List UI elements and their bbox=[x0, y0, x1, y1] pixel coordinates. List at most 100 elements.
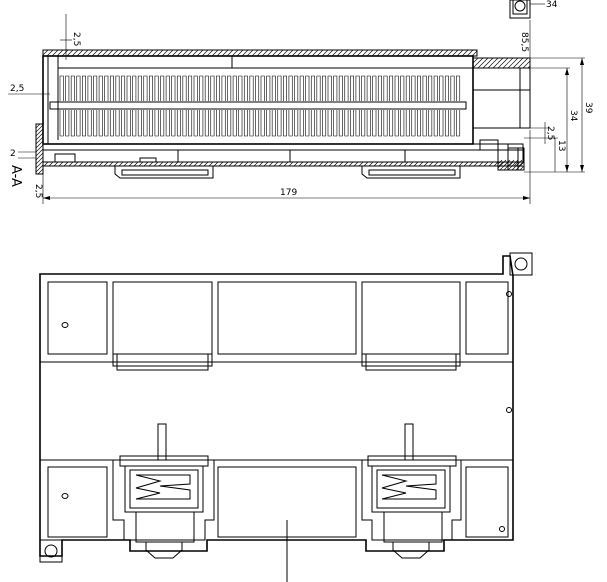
hatch-line bbox=[226, 49, 234, 57]
hatch-line bbox=[35, 136, 44, 145]
fin bbox=[154, 75, 159, 101]
fin bbox=[377, 110, 382, 137]
hatch-line bbox=[116, 49, 124, 57]
hatch-line bbox=[176, 49, 184, 57]
fin bbox=[93, 75, 98, 101]
hatch-line bbox=[136, 49, 144, 57]
fin bbox=[76, 110, 81, 137]
fin bbox=[322, 110, 327, 137]
fin bbox=[176, 110, 181, 137]
hatch-line bbox=[166, 49, 174, 57]
hatch-line bbox=[113, 161, 119, 167]
hatch-line bbox=[81, 49, 89, 57]
hatch-line bbox=[37, 168, 44, 175]
hatch-line bbox=[161, 49, 169, 57]
hatch-line bbox=[497, 57, 509, 69]
hatch-line bbox=[492, 57, 504, 69]
hatch-line bbox=[221, 49, 229, 57]
fin bbox=[383, 110, 388, 137]
hatch-line bbox=[311, 49, 319, 57]
hatch-line bbox=[321, 49, 329, 57]
fin bbox=[355, 110, 360, 137]
fin bbox=[271, 110, 276, 137]
hatch-line bbox=[333, 161, 339, 167]
hatch-line bbox=[453, 161, 459, 167]
fin bbox=[400, 110, 405, 137]
hatch-line bbox=[433, 161, 439, 167]
hatch-line bbox=[306, 49, 314, 57]
fin bbox=[243, 75, 248, 101]
hatch-line bbox=[477, 57, 489, 69]
dim-height-small: 13 bbox=[556, 140, 566, 151]
dim-right-offset: 2,5 bbox=[545, 126, 555, 140]
hatch-line bbox=[143, 161, 149, 167]
hatch-line bbox=[231, 49, 239, 57]
fin bbox=[305, 110, 310, 137]
fin bbox=[221, 75, 226, 101]
fin bbox=[59, 110, 64, 137]
hatch-line bbox=[35, 160, 44, 169]
hatch-line bbox=[383, 161, 389, 167]
fin bbox=[149, 75, 153, 101]
hatch-line bbox=[293, 161, 299, 167]
hatch-line bbox=[451, 49, 459, 57]
hatch-line bbox=[201, 49, 209, 57]
hatch-line bbox=[223, 161, 229, 167]
hatch-line bbox=[499, 159, 511, 171]
plan-view bbox=[39, 252, 533, 582]
hatch-line bbox=[183, 161, 189, 167]
hatch-line bbox=[388, 161, 394, 167]
fin bbox=[238, 110, 243, 137]
hatch-line bbox=[363, 161, 369, 167]
fin bbox=[199, 75, 204, 101]
fin bbox=[383, 75, 388, 101]
fin bbox=[260, 75, 265, 101]
hatch-line bbox=[121, 49, 129, 57]
fin bbox=[450, 110, 455, 137]
hatch-line bbox=[198, 161, 204, 167]
fin bbox=[188, 75, 193, 101]
fin bbox=[143, 75, 148, 101]
hatch-line bbox=[56, 49, 64, 57]
hatch-line bbox=[71, 49, 79, 57]
hatch-line bbox=[35, 156, 44, 165]
fin bbox=[450, 75, 455, 101]
hatch-line bbox=[243, 161, 249, 167]
hatch-line bbox=[398, 161, 404, 167]
hatch-line bbox=[488, 161, 494, 167]
fin bbox=[115, 75, 120, 101]
fin bbox=[76, 75, 81, 101]
hatch-line bbox=[298, 161, 304, 167]
fin bbox=[115, 110, 120, 137]
fins-lower bbox=[59, 110, 461, 137]
hatch-line bbox=[191, 49, 199, 57]
hatch-line bbox=[213, 161, 219, 167]
hatch-line bbox=[313, 161, 319, 167]
fin bbox=[456, 110, 461, 137]
hatch-line bbox=[326, 49, 334, 57]
fin bbox=[143, 110, 148, 137]
fin bbox=[149, 110, 153, 137]
hatch-line bbox=[98, 161, 104, 167]
left-side-hatch bbox=[35, 123, 44, 175]
fin bbox=[411, 110, 416, 137]
hatch-line bbox=[353, 161, 359, 167]
hatch-line bbox=[318, 161, 324, 167]
right-side-hatch bbox=[497, 159, 525, 171]
hatch-line bbox=[343, 161, 349, 167]
hatch-line bbox=[497, 159, 503, 165]
fin bbox=[249, 110, 254, 137]
hatch-line bbox=[256, 49, 264, 57]
hatch-line bbox=[503, 159, 515, 171]
hatch-line bbox=[218, 161, 224, 167]
hatch-line bbox=[131, 49, 139, 57]
fin bbox=[65, 110, 70, 137]
hatch-line bbox=[35, 140, 44, 149]
hatch-line bbox=[276, 49, 284, 57]
hatch-line bbox=[83, 161, 89, 167]
fin bbox=[433, 75, 438, 101]
fin bbox=[137, 110, 142, 137]
hatch-line bbox=[443, 161, 449, 167]
fins-upper bbox=[59, 75, 461, 101]
fin bbox=[316, 110, 321, 137]
